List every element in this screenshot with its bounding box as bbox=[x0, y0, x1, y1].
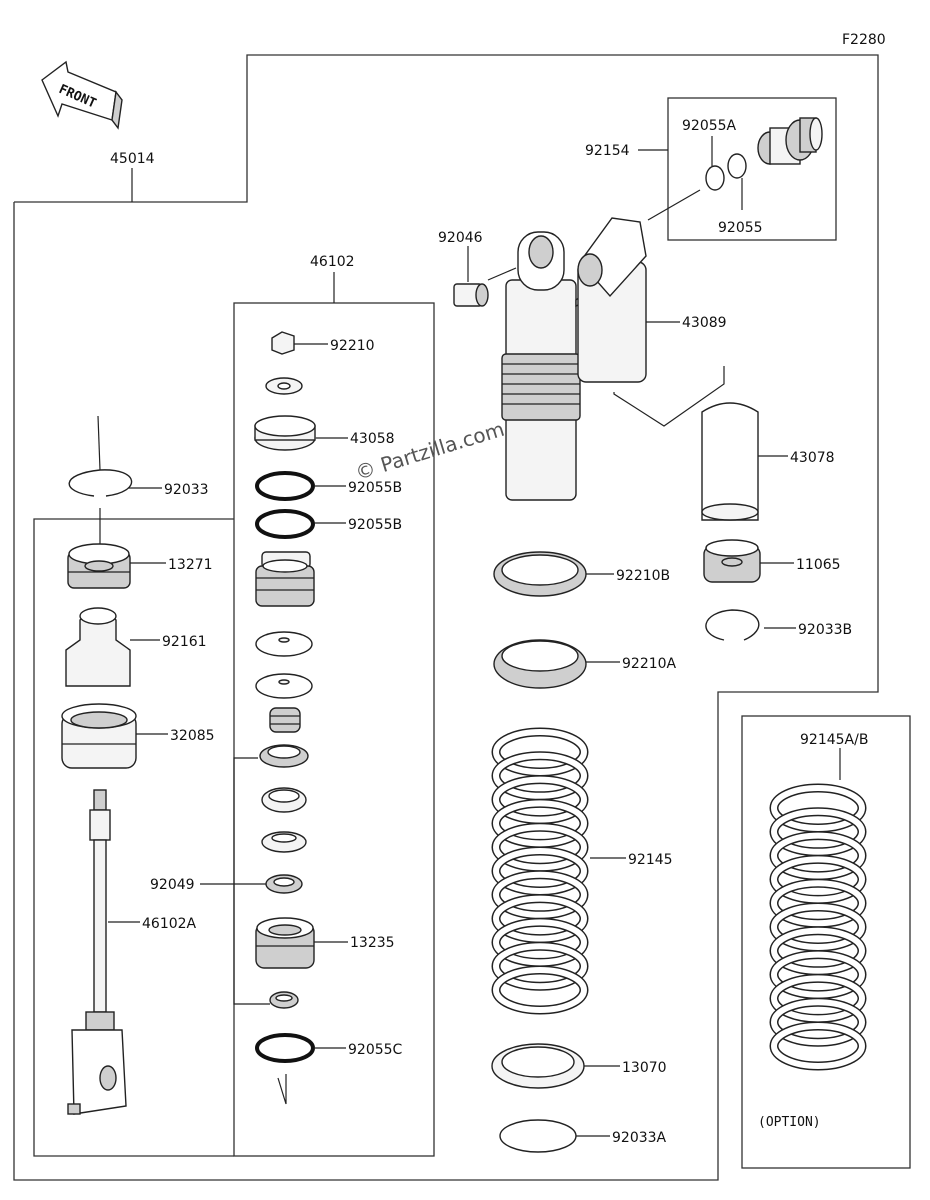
spring-coil-highlight bbox=[493, 943, 587, 990]
oring-92055B-2 bbox=[255, 509, 315, 539]
option-box bbox=[741, 715, 911, 1169]
spring-coil-highlight bbox=[771, 856, 865, 903]
spring-coil-highlight bbox=[771, 832, 865, 879]
label-92210B: 92210B bbox=[616, 568, 670, 584]
label-92033: 92033 bbox=[164, 482, 209, 498]
label-92055A: 92055A bbox=[682, 118, 737, 134]
lock-nut-92210A bbox=[493, 639, 587, 689]
spring-coil-highlight bbox=[771, 1023, 865, 1069]
spring-coil-highlight bbox=[771, 904, 865, 950]
spring-coil-highlight bbox=[771, 808, 865, 855]
label-11065: 11065 bbox=[796, 557, 841, 573]
label-46102: 46102 bbox=[310, 254, 355, 270]
bearing-92046 bbox=[453, 283, 489, 307]
valve-box-92154 bbox=[667, 97, 837, 241]
bump-cup-32085 bbox=[61, 703, 137, 769]
front-arrow-icon: FRONT bbox=[41, 60, 123, 130]
spring-coil-highlight bbox=[493, 871, 587, 918]
shim-disc-2 bbox=[255, 673, 313, 699]
piston-rod-46102A bbox=[67, 789, 127, 1115]
adjuster-11065 bbox=[703, 539, 761, 583]
snap-ring-92033A bbox=[499, 1119, 577, 1153]
rod-assembly-frame bbox=[33, 518, 234, 1157]
oring-92055A bbox=[705, 165, 725, 191]
spring-coil-highlight bbox=[493, 895, 587, 942]
label-92055B-1: 92055B bbox=[348, 480, 402, 496]
bump-rubber-92161 bbox=[65, 607, 131, 687]
label-45014: 45014 bbox=[110, 151, 155, 167]
bushing-13235 bbox=[255, 917, 315, 969]
assembly-frame-45014 bbox=[13, 54, 879, 1181]
coil-spring-92145 bbox=[491, 727, 589, 1015]
nut-92210 bbox=[271, 331, 295, 355]
spring-coil-highlight bbox=[771, 927, 865, 974]
spring-coil-highlight bbox=[493, 824, 587, 871]
snap-ring-92033 bbox=[68, 469, 133, 497]
label-43089: 43089 bbox=[682, 315, 727, 331]
label-92055B-2: 92055B bbox=[348, 517, 402, 533]
spring-coil-highlight bbox=[771, 975, 865, 1022]
lock-nut-92210B bbox=[493, 551, 587, 597]
oring-92055B-1 bbox=[255, 471, 315, 501]
spring-coil-highlight bbox=[771, 880, 865, 927]
label-92145AB: 92145A/B bbox=[800, 732, 868, 748]
spring-coil-highlight bbox=[493, 967, 587, 1013]
cap-43078 bbox=[701, 402, 759, 521]
spring-coil-highlight bbox=[771, 785, 865, 831]
collar-43058 bbox=[254, 415, 316, 451]
option-label: (OPTION) bbox=[758, 1115, 821, 1130]
label-92055C: 92055C bbox=[348, 1042, 403, 1058]
label-92154: 92154 bbox=[585, 143, 630, 159]
label-92055: 92055 bbox=[718, 220, 763, 236]
label-92046: 92046 bbox=[438, 230, 483, 246]
label-92161: 92161 bbox=[162, 634, 207, 650]
shim-disc-1 bbox=[255, 631, 313, 657]
spring-coil-highlight bbox=[493, 848, 587, 894]
spring-coil-highlight bbox=[771, 999, 865, 1046]
figure-code: F2280 bbox=[842, 32, 886, 48]
spring-coil-highlight bbox=[493, 919, 587, 966]
watermark: © Partzilla.com bbox=[352, 417, 507, 485]
oring-92055C bbox=[255, 1033, 315, 1063]
label-92210A: 92210A bbox=[622, 656, 677, 672]
spring-coil-highlight bbox=[493, 776, 587, 823]
spring-coil-highlight bbox=[493, 752, 587, 799]
label-92145: 92145 bbox=[628, 852, 673, 868]
reservoir-43089 bbox=[577, 217, 647, 383]
valve-part bbox=[757, 117, 823, 165]
label-13271: 13271 bbox=[168, 557, 213, 573]
label-43078: 43078 bbox=[790, 450, 835, 466]
coil-spring-92145AB bbox=[769, 783, 867, 1071]
spring-coil-highlight bbox=[493, 800, 587, 847]
label-92033B: 92033B bbox=[798, 622, 852, 638]
label-92049: 92049 bbox=[150, 877, 195, 893]
label-32085: 32085 bbox=[170, 728, 215, 744]
oring-92055 bbox=[727, 153, 747, 179]
spring-small bbox=[269, 707, 301, 733]
label-13070: 13070 bbox=[622, 1060, 667, 1076]
spring-coil-highlight bbox=[771, 951, 865, 998]
label-43058: 43058 bbox=[350, 431, 395, 447]
label-92210: 92210 bbox=[330, 338, 375, 354]
label-92033A: 92033A bbox=[612, 1130, 667, 1146]
bearing-cap-13271 bbox=[67, 543, 131, 589]
spring-coil-highlight bbox=[493, 729, 587, 775]
spring-seat-13070 bbox=[491, 1043, 585, 1089]
label-46102A: 46102A bbox=[142, 916, 197, 932]
piston-assembly bbox=[255, 551, 315, 607]
label-13235: 13235 bbox=[350, 935, 395, 951]
snap-ring-92033B bbox=[705, 609, 760, 641]
